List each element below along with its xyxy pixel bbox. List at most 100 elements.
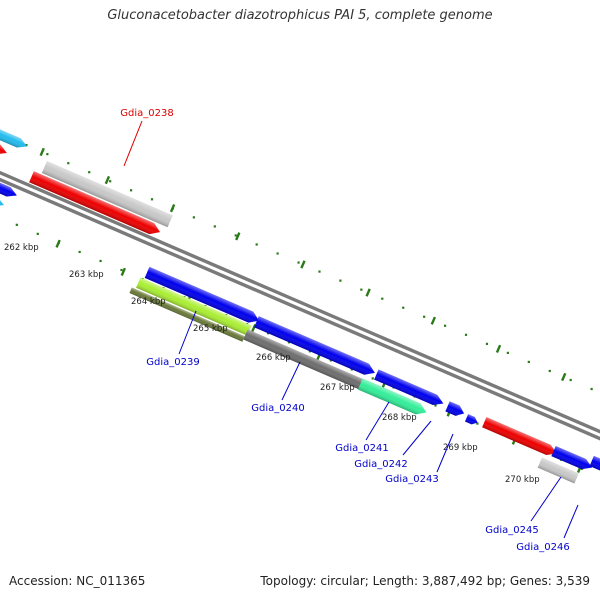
track-dot: [192, 216, 195, 219]
gene-darkgray-gdia0240-shading: [243, 329, 369, 392]
genome-backbone: [0, 170, 600, 441]
ruler-tick: [120, 267, 126, 277]
callout-label: Gdia_0239: [146, 357, 199, 368]
ruler-tick: [561, 372, 567, 382]
gene-blue-gdia0239: [144, 266, 260, 323]
track-dot: [350, 368, 353, 371]
callout-gdia-0238: Gdia_0238: [120, 108, 174, 167]
track-dot: [308, 350, 312, 353]
callout-label: Gdia_0245: [485, 525, 538, 536]
callout-gdia-0245: Gdia_0245: [485, 476, 562, 536]
gene-blue-gdia0245: [551, 445, 593, 470]
backbone-strand-1: [0, 170, 600, 434]
track-dot: [464, 333, 468, 336]
gene-darkgray-gdia0240: [243, 329, 369, 392]
gene-red-right: [482, 417, 557, 456]
callout-leader-line: [402, 420, 432, 456]
track-dot: [527, 360, 530, 364]
backbone-strand-2: [0, 177, 600, 441]
ruler-label: 267 kbp: [320, 383, 355, 393]
track-dot: [506, 351, 509, 354]
track-dot: [36, 232, 39, 235]
callout-label: Gdia_0242: [354, 459, 407, 470]
ruler-tick: [495, 344, 502, 354]
callout-leader-line: [436, 433, 454, 473]
gene-red-gdia0238: [29, 171, 161, 235]
gene-blue-small-1: [445, 401, 465, 416]
gene-blue-small-2: [464, 414, 478, 425]
gene-blue-small-2-shading: [464, 414, 478, 425]
track-dot: [485, 342, 489, 345]
ruler-label: 265 kbp: [193, 324, 228, 334]
gene-blue-left-shading: [0, 169, 17, 197]
gene-features: [0, 124, 600, 484]
callout-leader-line: [281, 361, 301, 401]
ruler-tick: [104, 175, 111, 185]
callout-leader-line: [365, 401, 390, 441]
ruler-label: 263 kbp: [69, 270, 104, 280]
track-dot: [443, 324, 447, 327]
track-dot: [255, 243, 258, 246]
gene-lime-gdia0239: [136, 277, 252, 336]
topology-text: Topology: circular; Length: 3,887,492 bp…: [260, 574, 590, 588]
ruler-tick: [430, 316, 437, 325]
gene-callouts: Gdia_0238Gdia_0239Gdia_0240Gdia_0241Gdia…: [120, 108, 579, 553]
gene-gray-gdia0245-shading: [537, 457, 579, 484]
ruler-tick: [169, 204, 176, 213]
track-dot: [287, 341, 291, 344]
track-dot: [67, 162, 70, 165]
track-dot: [371, 377, 374, 380]
callout-leader-line: [123, 120, 143, 167]
ruler-label: 264 kbp: [131, 297, 166, 307]
track-dot: [88, 171, 91, 174]
callout-leader-line: [530, 476, 562, 522]
gene-blue-small-1-shading: [445, 401, 465, 416]
gene-olive-gdia0239-shading: [129, 287, 245, 342]
callout-gdia-0239: Gdia_0239: [146, 310, 200, 368]
ruler-label: 262 kbp: [4, 243, 39, 253]
track-dot: [318, 270, 321, 273]
track-dot: [15, 223, 18, 226]
track-dot: [434, 404, 437, 407]
gene-blue-edge-shading: [589, 455, 600, 476]
gene-gray-gdia0245: [537, 457, 579, 484]
track-dot: [423, 315, 426, 318]
track-dot: [129, 189, 133, 192]
track-dot: [46, 153, 49, 156]
gene-olive-gdia0239: [129, 287, 245, 342]
track-dot: [360, 288, 363, 291]
accession-text: Accession: NC_011365: [9, 574, 146, 588]
callout-gdia-0243: Gdia_0243: [385, 433, 454, 485]
track-dot: [476, 422, 479, 425]
track-dot: [297, 261, 300, 264]
track-dot: [329, 359, 332, 362]
ruler-tick: [365, 288, 371, 297]
ruler-tick: [39, 147, 45, 157]
ruler-label: 266 kbp: [256, 353, 291, 363]
track-dot: [25, 144, 28, 147]
callout-label: Gdia_0238: [120, 108, 173, 119]
ruler-label: 268 kbp: [382, 413, 417, 423]
ruler-tick: [300, 260, 306, 269]
track-dot: [234, 234, 237, 237]
track-dot: [548, 369, 551, 373]
gene-red-gdia0238-shading: [29, 171, 161, 235]
gene-blue-gdia0239-shading: [144, 266, 260, 323]
gene-gray-gdia0238-shading: [41, 161, 173, 228]
gene-gray-gdia0238: [41, 161, 173, 228]
track-dot: [276, 252, 279, 255]
callout-gdia-0240: Gdia_0240: [251, 361, 305, 414]
map-title: Gluconacetobacter diazotrophicus PAI 5, …: [107, 8, 493, 23]
track-dot: [213, 225, 216, 228]
ruler-labels: 262 kbp 263 kbp 264 kbp 265 kbp 266 kbp 267 k…: [4, 243, 540, 485]
gene-lime-gdia0239-shading: [136, 277, 252, 336]
gene-green-gdia0242: [357, 378, 427, 415]
track-dot: [402, 306, 405, 309]
track-dot: [150, 198, 154, 201]
gene-blue-gdia0241-shading: [374, 369, 444, 405]
callout-label: Gdia_0246: [516, 542, 569, 553]
callout-label: Gdia_0241: [335, 443, 388, 454]
gene-blue-left: [0, 169, 17, 197]
gene-green-gdia0242-shading: [357, 378, 427, 415]
